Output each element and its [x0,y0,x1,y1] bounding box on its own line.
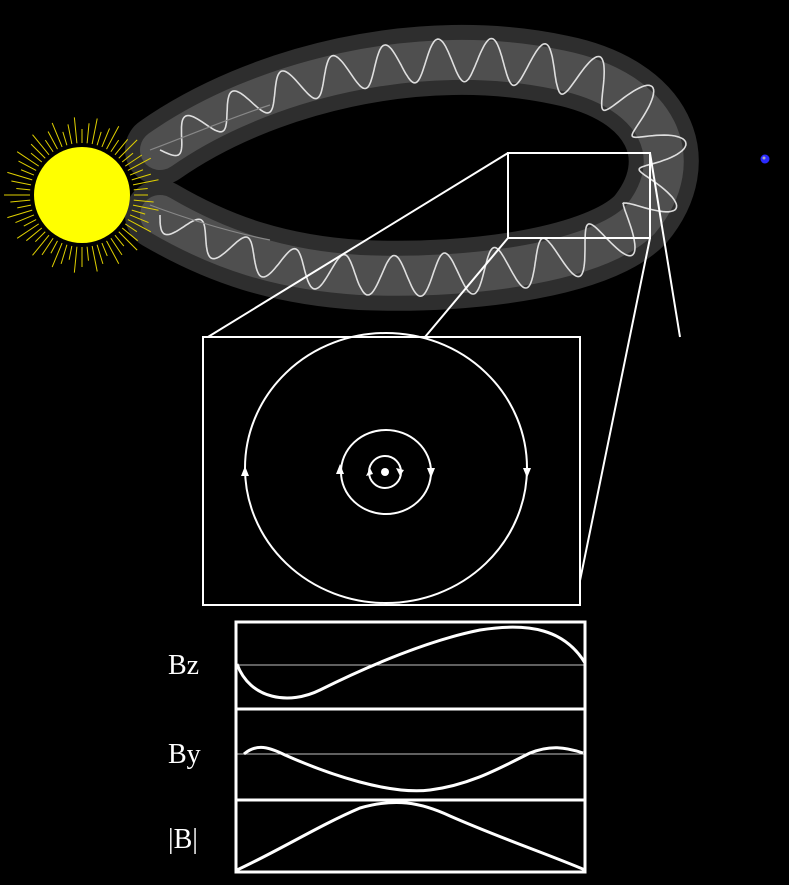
earth-icon [761,155,770,164]
b-magnitude-label: |B| [168,826,198,854]
by-label: By [168,741,201,769]
bz-label: Bz [168,652,199,680]
core-dot [381,468,389,476]
cross-section-panel [203,333,580,605]
sun-disk [34,147,130,243]
field-profile-plots [236,622,585,872]
